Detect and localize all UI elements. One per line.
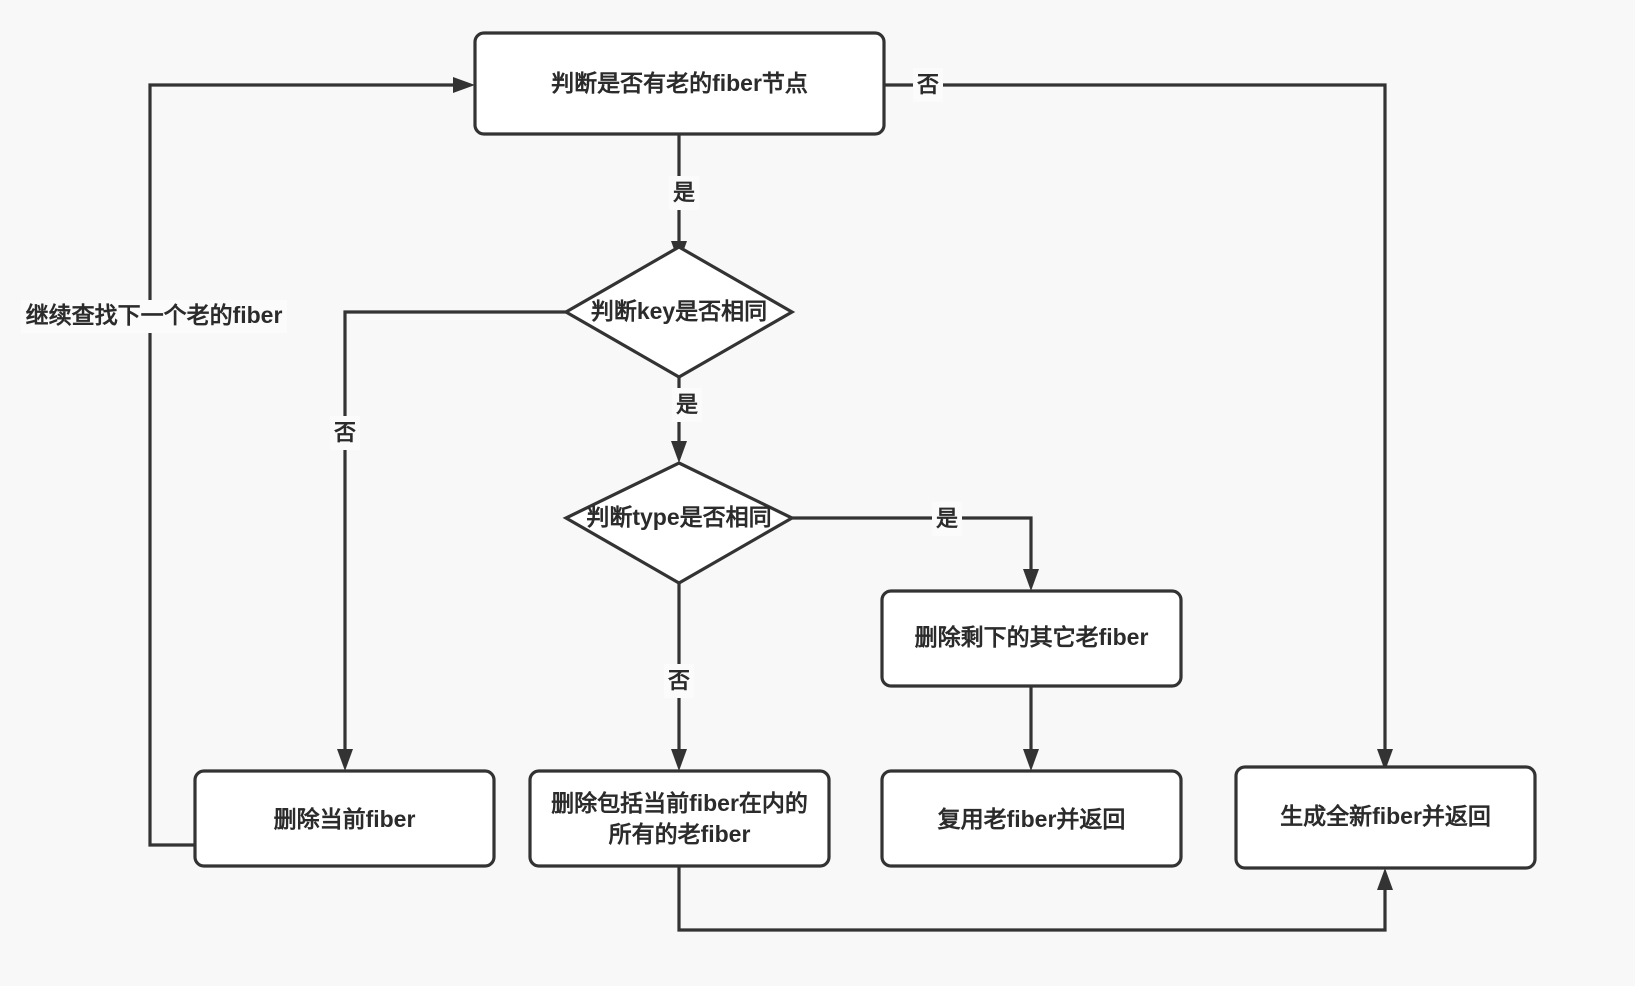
edge-label-loop-back: 继续查找下一个老的fiber [21, 300, 287, 333]
edge-label-type-same-no: 否 [664, 664, 694, 698]
edge-label-key-same-no: 否 [330, 416, 360, 450]
node-has-old-fiber-box[interactable] [473, 31, 886, 136]
node-create-new[interactable]: 生成全新fiber并返回 [1234, 765, 1537, 870]
arrow-head-icon [1023, 569, 1039, 591]
node-delete-all-old-box[interactable] [528, 769, 831, 868]
edge-type-same-yes [792, 516, 1039, 591]
node-type-same[interactable]: 判断type是否相同 [562, 461, 796, 585]
node-delete-all-old[interactable]: 删除包括当前fiber在内的 所有的老fiber [528, 769, 831, 868]
arrow-head-icon [1377, 749, 1393, 771]
node-create-new-label: 生成全新fiber并返回 [1280, 803, 1491, 829]
node-delete-rest-old-label: 删除剩下的其它老fiber [915, 624, 1149, 650]
edge-label-type-same-yes-text: 是 [936, 506, 958, 531]
node-delete-all-old-label-line2: 所有的老fiber [609, 821, 751, 847]
edge-loop-back-to-has-old-fiber [148, 77, 475, 847]
edge-delete-rest-to-reuse [1023, 686, 1039, 771]
edge-label-type-same-yes: 是 [932, 502, 962, 536]
node-has-old-fiber-label: 判断是否有老的fiber节点 [551, 70, 808, 96]
node-delete-current-label: 删除当前fiber [274, 806, 416, 832]
node-delete-rest-old-box[interactable] [880, 589, 1183, 688]
node-key-same-label: 判断key是否相同 [591, 298, 767, 324]
edge-label-has-old-fiber-yes: 是 [669, 176, 699, 210]
node-key-same[interactable]: 判断key是否相同 [562, 245, 796, 379]
arrow-head-icon [1023, 749, 1039, 771]
node-reuse-old-box[interactable] [880, 769, 1183, 868]
node-delete-all-old-label-line1: 删除包括当前fiber在内的 [551, 790, 808, 816]
node-reuse-old[interactable]: 复用老fiber并返回 [880, 769, 1183, 868]
arrow-head-icon [453, 77, 475, 93]
node-reuse-old-label: 复用老fiber并返回 [937, 806, 1126, 832]
node-create-new-box[interactable] [1234, 765, 1537, 870]
node-type-same-label: 判断type是否相同 [586, 504, 771, 530]
edge-label-loop-back-text: 继续查找下一个老的fiber [26, 302, 283, 328]
node-delete-current-box[interactable] [193, 769, 496, 868]
edge-key-same-no [337, 310, 566, 771]
edge-label-has-old-fiber-no: 否 [913, 68, 943, 102]
edge-label-type-same-no-text: 否 [667, 668, 690, 693]
node-delete-current[interactable]: 删除当前fiber [193, 769, 496, 868]
node-type-same-diamond[interactable] [562, 461, 796, 585]
node-delete-rest-old[interactable]: 删除剩下的其它老fiber [880, 589, 1183, 688]
node-has-old-fiber[interactable]: 判断是否有老的fiber节点 [473, 31, 886, 136]
arrow-head-icon [1377, 868, 1393, 890]
edge-has-old-fiber-no [884, 83, 1393, 771]
edge-delete-all-old-to-create-new [677, 865, 1393, 932]
arrow-head-icon [671, 441, 687, 463]
arrow-head-icon [671, 749, 687, 771]
arrow-head-icon [337, 749, 353, 771]
edge-label-key-same-no-text: 否 [333, 420, 356, 445]
edge-label-key-same-yes-text: 是 [676, 392, 698, 417]
node-key-same-diamond[interactable] [562, 245, 796, 379]
edge-label-key-same-yes: 是 [672, 388, 702, 422]
edge-label-has-old-fiber-no-text: 否 [916, 72, 939, 97]
edge-label-has-old-fiber-yes-text: 是 [673, 180, 695, 205]
